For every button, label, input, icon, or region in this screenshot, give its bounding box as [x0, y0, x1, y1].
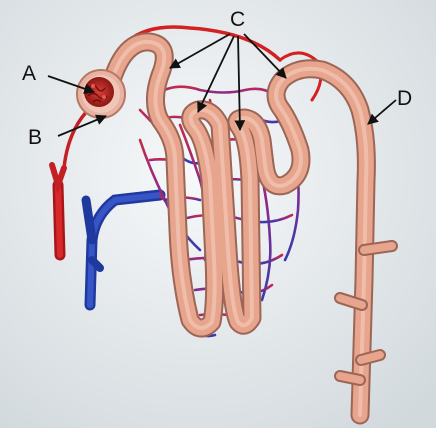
label-b-text: B — [28, 126, 42, 149]
label-c-text: C — [230, 8, 245, 31]
label-d-text: D — [397, 87, 412, 110]
label-a-text: A — [22, 62, 36, 85]
glomerulus — [84, 77, 114, 107]
